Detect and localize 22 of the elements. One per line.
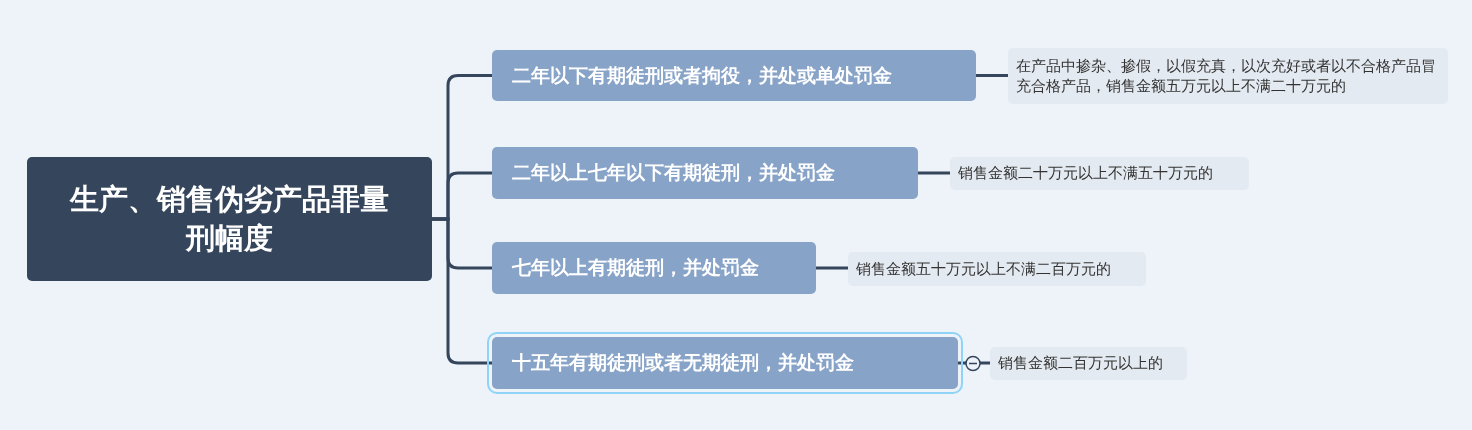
subtopic-box bbox=[492, 50, 976, 101]
connector-line bbox=[976, 74, 1008, 77]
subtopic-box bbox=[492, 147, 918, 199]
subtopic-box bbox=[492, 242, 816, 294]
node-text: 销售金额二十万元以上不满五十万元的 bbox=[958, 164, 1213, 184]
node-text: 生产、销售伪劣产品罪量刑幅度 bbox=[68, 180, 390, 257]
node-text: 二年以下有期徒刑或者拘役，并处或单处罚金 bbox=[512, 62, 892, 88]
node-text: 十五年有期徒刑或者无期徒刑，并处罚金 bbox=[512, 350, 854, 375]
detail-box bbox=[950, 157, 1249, 190]
node-text: 在产品中掺杂、掺假，以假充真，以次充好或者以不合格产品冒充合格产品，销售金额五万元以上不满二十万元的 bbox=[1016, 56, 1437, 96]
connector-line bbox=[432, 217, 492, 365]
node-text: 二年以上七年以下有期徒刑，并处罚金 bbox=[512, 160, 835, 185]
detail-box bbox=[1008, 48, 1448, 104]
connector-line bbox=[958, 361, 990, 365]
connector-line bbox=[816, 266, 848, 270]
node-text: 销售金额五十万元以上不满二百万元的 bbox=[856, 259, 1111, 279]
topic-box bbox=[27, 157, 432, 281]
detail-box bbox=[848, 252, 1146, 286]
node-text: 七年以上有期徒刑，并处罚金 bbox=[512, 255, 759, 280]
detail-box bbox=[990, 347, 1187, 380]
node-text: 销售金额二百万元以上的 bbox=[998, 354, 1163, 374]
connector-line bbox=[918, 171, 950, 175]
